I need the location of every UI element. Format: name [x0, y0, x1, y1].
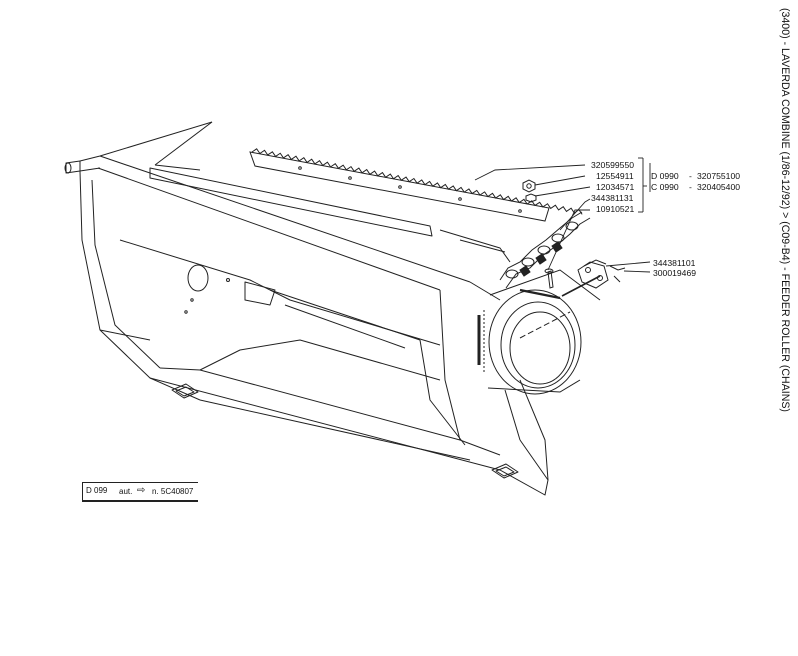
part-number-label: 344381131	[591, 193, 634, 203]
serial-note-text: aut.	[119, 487, 133, 496]
feeder-roller-drum	[477, 269, 601, 395]
roller-chain-part	[499, 211, 601, 300]
variant-part-label: 320755100	[697, 171, 740, 181]
feeder-housing	[64, 121, 549, 496]
page-side-title: (3400) - LAVERDA COMBINE (1/86-12/92) > …	[779, 8, 791, 412]
variant-sep: -	[689, 182, 692, 192]
part-number-label: 344381101	[653, 258, 696, 268]
serial-note-box	[82, 482, 198, 502]
connecting-link-part	[577, 259, 626, 289]
part-number-label: 10910521	[596, 204, 634, 214]
serial-note-code: D 099	[86, 486, 108, 495]
nut-and-screw-parts	[522, 179, 554, 289]
part-number-label: 12554911	[596, 171, 634, 181]
variant-code-label: D 0990	[651, 171, 679, 181]
leader-lines	[474, 157, 651, 273]
variant-part-label: 320405400	[697, 182, 740, 192]
part-number-label: 12034571	[596, 182, 634, 192]
variant-sep: -	[689, 171, 692, 181]
part-number-label: 300019469	[653, 268, 696, 278]
part-number-label: 320599550	[591, 160, 634, 170]
part-callouts: 320599550 12554911 12034571 344381131 10…	[591, 160, 740, 278]
slat-part	[249, 148, 583, 222]
serial-note-serial: n. 5C40807	[152, 487, 194, 496]
arrow-icon: ⇨	[137, 485, 146, 496]
variant-code-label: C 0990	[651, 182, 679, 192]
